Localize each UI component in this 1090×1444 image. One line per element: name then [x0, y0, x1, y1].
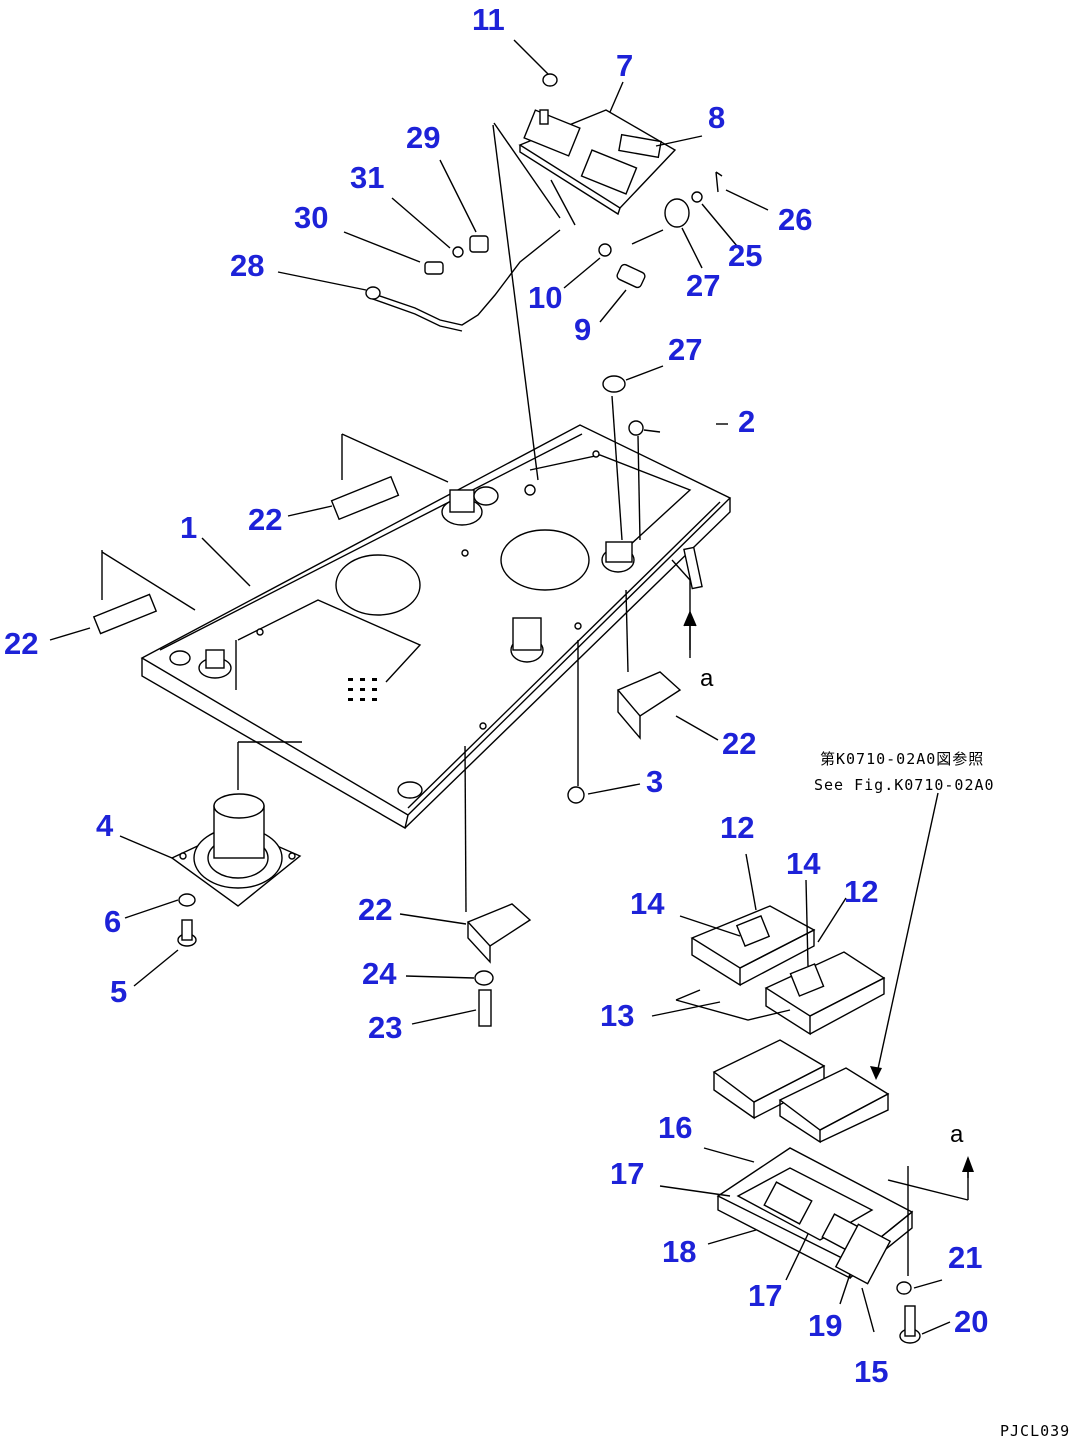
- callout-7[interactable]: 7: [616, 48, 633, 83]
- linework: [49, 39, 974, 1344]
- callout-22-top[interactable]: 22: [248, 502, 282, 537]
- floor-frame: [140, 424, 732, 830]
- callout-22-lower[interactable]: 22: [358, 892, 392, 927]
- callout-29[interactable]: 29: [406, 120, 440, 155]
- callout-3[interactable]: 3: [646, 764, 663, 799]
- controller-lower: [764, 951, 886, 1036]
- callout-22-left[interactable]: 22: [4, 626, 38, 661]
- callout-16[interactable]: 16: [658, 1110, 692, 1145]
- reference-note-jp: 第K0710-02A0図参照: [820, 750, 984, 768]
- bracket-right: [616, 671, 682, 740]
- callout-9[interactable]: 9: [574, 312, 591, 347]
- callout-24[interactable]: 24: [362, 956, 397, 991]
- callout-11[interactable]: 11: [472, 2, 505, 37]
- view-marker-a-lower: a: [950, 1121, 964, 1148]
- callout-22-right[interactable]: 22: [722, 726, 756, 761]
- module-right: [778, 1067, 890, 1144]
- callout-27-upper[interactable]: 27: [686, 268, 720, 303]
- callout-17-right[interactable]: 17: [748, 1278, 782, 1313]
- callout-15[interactable]: 15: [854, 1354, 888, 1389]
- callout-27-lower[interactable]: 27: [668, 332, 702, 367]
- view-marker-a-upper: a: [700, 665, 714, 692]
- callout-28[interactable]: 28: [230, 248, 264, 283]
- callout-21[interactable]: 21: [948, 1240, 982, 1275]
- callout-18[interactable]: 18: [662, 1234, 696, 1269]
- callout-4[interactable]: 4: [96, 808, 114, 843]
- callout-2[interactable]: 2: [738, 404, 755, 439]
- frame-mount-rear: [441, 486, 499, 526]
- callout-14-left[interactable]: 14: [630, 886, 665, 921]
- leader-lines: [49, 39, 951, 1335]
- controller-upper: [690, 905, 816, 987]
- callout-5[interactable]: 5: [110, 974, 127, 1009]
- callout-1[interactable]: 1: [180, 510, 197, 545]
- tray: [716, 1147, 914, 1285]
- callout-10[interactable]: 10: [528, 280, 562, 315]
- callout-25[interactable]: 25: [728, 238, 762, 273]
- drawing-code: PJCL039: [1000, 1422, 1070, 1440]
- frame-mount-right: [601, 541, 635, 573]
- frame-mount-center: [510, 617, 544, 663]
- callout-31[interactable]: 31: [350, 160, 384, 195]
- callout-12-left[interactable]: 12: [720, 810, 754, 845]
- callout-30[interactable]: 30: [294, 200, 328, 235]
- callout-19[interactable]: 19: [808, 1308, 842, 1343]
- callout-26[interactable]: 26: [778, 202, 812, 237]
- frame-mount-front: [198, 649, 232, 679]
- callout-6[interactable]: 6: [104, 904, 121, 939]
- callout-8[interactable]: 8: [708, 100, 725, 135]
- vent-holes: [348, 678, 377, 701]
- callouts: 11 7 8 29 31 30 28 26 25 27 10 9 27 2 1 …: [4, 2, 988, 1389]
- callout-17-left[interactable]: 17: [610, 1156, 644, 1191]
- callout-20[interactable]: 20: [954, 1304, 988, 1339]
- bracket-lower: [466, 903, 532, 964]
- reference-note-en: See Fig.K0710-02A0: [814, 776, 995, 794]
- callout-14-right[interactable]: 14: [786, 846, 821, 881]
- callout-13[interactable]: 13: [600, 998, 634, 1033]
- horn-part: [170, 793, 302, 907]
- top-cover-plate: [518, 109, 677, 216]
- callout-23[interactable]: 23: [368, 1010, 402, 1045]
- callout-12-right[interactable]: 12: [844, 874, 878, 909]
- guide-lines: [101, 122, 969, 1276]
